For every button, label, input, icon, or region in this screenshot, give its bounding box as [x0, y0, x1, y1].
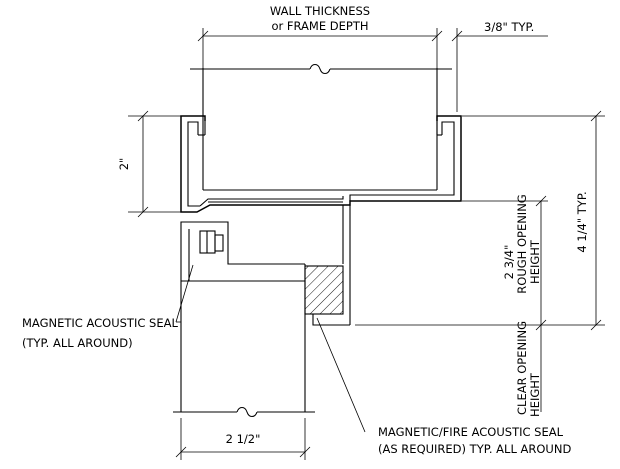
two-inch-dimension [128, 110, 181, 218]
clear-opening-label-line2: HEIGHT [528, 372, 542, 417]
door-frame-channel [180, 115, 462, 325]
magnetic-fire-seal [304, 265, 350, 326]
fire-seal-leader [316, 317, 366, 433]
rough-opening-label-line1: ROUGH OPENING [515, 194, 529, 293]
clear-opening-label-line1: CLEAR OPENING [515, 321, 529, 415]
two-inch-label: 2" [117, 158, 131, 171]
two-half-dimension [175, 418, 311, 460]
fire-seal-label-line2: (AS REQUIRED) TYP. ALL AROUND [378, 442, 571, 456]
wall-thickness-dimension [197, 28, 548, 112]
wall-thickness-label-line1: WALL THICKNESS [270, 4, 370, 18]
rough-opening-label-line2: HEIGHT [528, 239, 542, 284]
wall-section [190, 63, 452, 191]
magnetic-seal-leader [175, 264, 194, 323]
wall-thickness-label-line2: or FRAME DEPTH [272, 19, 369, 33]
two-three-quarters-label: 2 3/4" [502, 245, 516, 280]
fire-seal-label-line1: MAGNETIC/FIRE ACOUSTIC SEAL [378, 425, 564, 439]
two-half-label: 2 1/2" [226, 432, 261, 446]
opening-height-dimensions [355, 110, 605, 412]
magnetic-seal-label-line2: (TYP. ALL AROUND) [22, 336, 133, 350]
magnetic-seal-label-line1: MAGNETIC ACOUSTIC SEAL [22, 316, 178, 330]
three-eighths-typ-label: 3/8" TYP. [484, 20, 534, 34]
door-leaf [173, 221, 315, 418]
four-quarter-typ-label: 4 1/4" TYP. [575, 191, 589, 252]
